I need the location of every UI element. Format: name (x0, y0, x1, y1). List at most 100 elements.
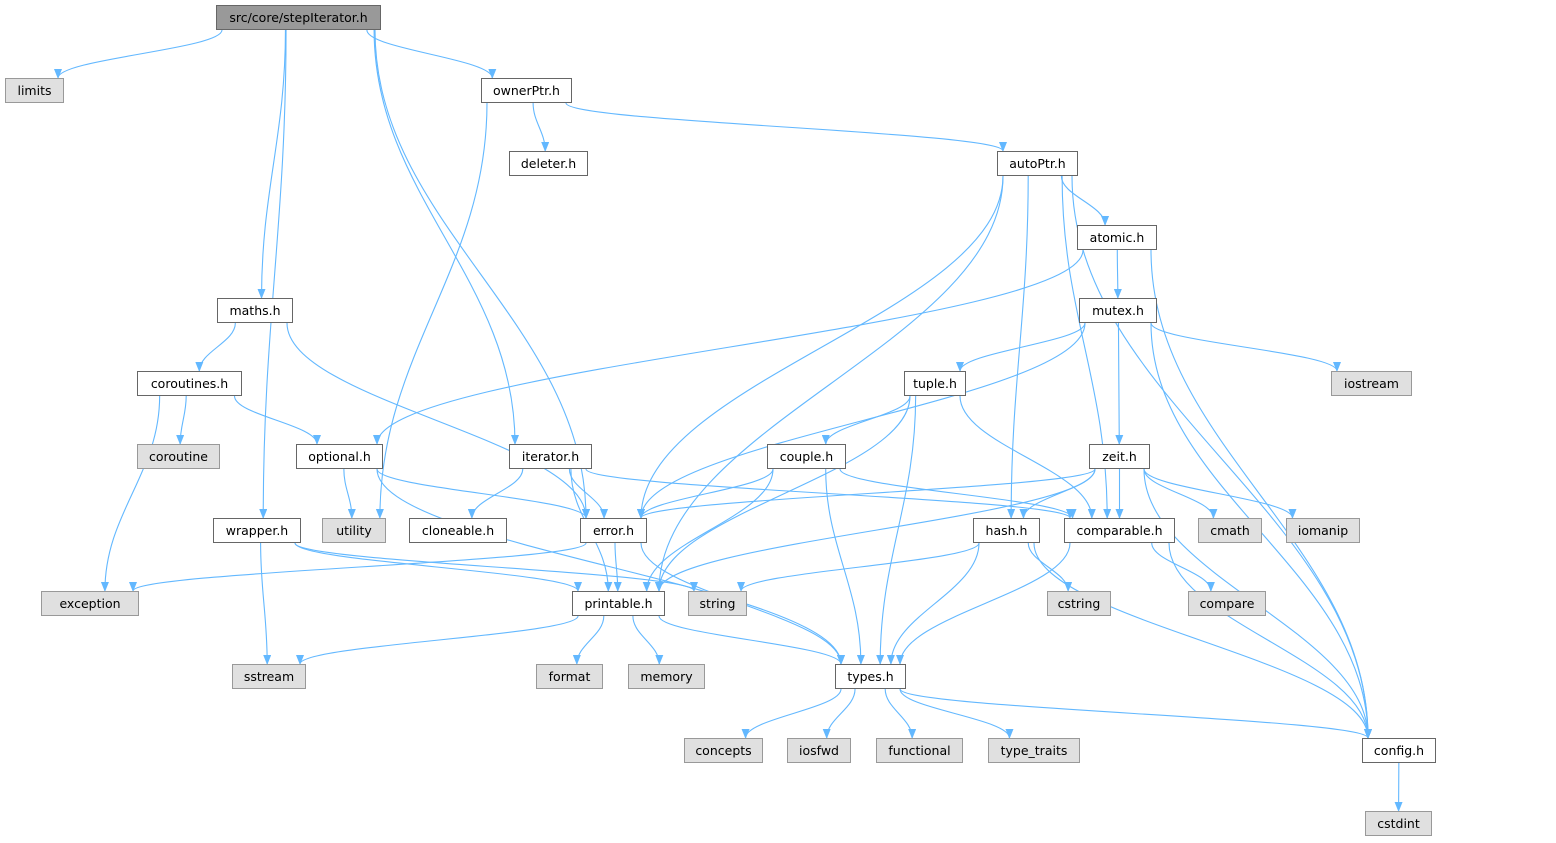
edge-coroutines-to-exception (100, 395, 161, 592)
edge-hash-to-types (886, 542, 980, 665)
edge-types-to-concepts (741, 688, 842, 739)
edge-atomic-to-config (1150, 249, 1372, 739)
node-sstream: sstream (232, 664, 306, 689)
edge-types-to-type_traits (899, 688, 1014, 739)
edge-tuple-to-types (876, 395, 917, 665)
edge-types-to-iosfwd (822, 688, 856, 739)
edge-printable-to-types (658, 615, 845, 665)
node-comparable[interactable]: comparable.h (1064, 518, 1175, 543)
edge-root-to-error (374, 29, 590, 519)
node-root[interactable]: src/core/stepIterator.h (216, 5, 381, 30)
edge-zeit-to-error (637, 468, 1096, 519)
edge-root-to-limits (54, 29, 223, 79)
node-compare: compare (1188, 591, 1266, 616)
edge-atomic-to-mutex (1113, 249, 1122, 299)
edge-root-to-iterator (373, 29, 519, 445)
edge-wrapper-to-printable (294, 542, 582, 592)
node-couple[interactable]: couple.h (767, 444, 846, 469)
node-maths[interactable]: maths.h (217, 298, 293, 323)
edge-maths-to-error (286, 322, 590, 519)
node-autoPtr[interactable]: autoPtr.h (997, 151, 1078, 176)
node-wrapper[interactable]: wrapper.h (213, 518, 301, 543)
node-exception: exception (41, 591, 139, 616)
edge-atomic-to-optional (373, 249, 1084, 445)
node-types[interactable]: types.h (835, 664, 906, 689)
edge-autoPtr-to-hash (1007, 175, 1029, 519)
node-atomic[interactable]: atomic.h (1077, 225, 1157, 250)
node-coroutine: coroutine (137, 444, 220, 469)
edge-couple-to-types (825, 468, 865, 665)
edge-hash-to-config (1033, 542, 1372, 739)
edge-iterator-to-comparable (585, 468, 1074, 519)
edge-optional-to-types (376, 468, 845, 665)
edge-zeit-to-iomanip (1143, 468, 1297, 519)
edge-zeit-to-hash (1019, 468, 1096, 519)
node-iomanip: iomanip (1286, 518, 1360, 543)
edge-coroutines-to-optional (233, 395, 321, 445)
edge-maths-to-coroutines (195, 322, 236, 372)
node-iosfwd: iosfwd (787, 738, 851, 763)
edge-root-to-ownerPtr (366, 29, 497, 79)
node-config[interactable]: config.h (1362, 738, 1436, 763)
node-cstring: cstring (1047, 591, 1111, 616)
edge-printable-to-memory (632, 615, 664, 665)
edge-mutex-to-zeit (1115, 322, 1124, 445)
edge-comparable-to-config (1168, 542, 1372, 739)
edge-mutex-to-tuple (956, 322, 1086, 372)
edge-couple-to-comparable (839, 468, 1077, 519)
edge-error-to-exception (129, 542, 587, 592)
node-mutex[interactable]: mutex.h (1079, 298, 1157, 323)
node-memory: memory (628, 664, 705, 689)
node-hash[interactable]: hash.h (973, 518, 1040, 543)
edge-mutex-to-iostream (1150, 322, 1341, 372)
node-iostream: iostream (1331, 371, 1412, 396)
edge-printable-to-sstream (296, 615, 579, 665)
edge-wrapper-to-string (294, 542, 698, 592)
edge-comparable-to-compare (1151, 542, 1215, 592)
node-cstdint: cstdint (1365, 811, 1432, 836)
node-ownerPtr[interactable]: ownerPtr.h (481, 78, 572, 103)
edge-couple-to-error (637, 468, 774, 519)
edge-types-to-functional (884, 688, 917, 739)
edge-mutex-to-error (637, 322, 1086, 519)
edge-hash-to-cstring (1027, 542, 1073, 592)
node-tuple[interactable]: tuple.h (904, 371, 966, 396)
edge-autoPtr-to-printable (655, 175, 1004, 592)
node-error[interactable]: error.h (580, 518, 647, 543)
node-functional: functional (876, 738, 963, 763)
edge-root-to-wrapper (259, 29, 287, 519)
node-limits: limits (5, 78, 64, 103)
edge-tuple-to-printable (655, 395, 911, 592)
node-string: string (688, 591, 747, 616)
node-coroutines[interactable]: coroutines.h (137, 371, 242, 396)
node-printable[interactable]: printable.h (572, 591, 665, 616)
edge-root-to-maths (257, 29, 286, 299)
node-cloneable[interactable]: cloneable.h (409, 518, 507, 543)
edge-hash-to-string (737, 542, 980, 592)
edge-optional-to-error (376, 468, 590, 519)
edge-zeit-to-cmath (1143, 468, 1218, 519)
edge-iterator-to-cloneable (467, 468, 524, 519)
node-format: format (536, 664, 603, 689)
node-deleter[interactable]: deleter.h (509, 151, 588, 176)
edge-printable-to-format (572, 615, 605, 665)
edge-autoPtr-to-error (637, 175, 1004, 519)
edge-optional-to-utility (343, 468, 356, 519)
edge-wrapper-to-sstream (260, 542, 272, 665)
edge-autoPtr-to-atomic (1060, 175, 1110, 226)
edge-error-to-printable (613, 542, 622, 592)
node-type_traits: type_traits (988, 738, 1080, 763)
edge-ownerPtr-to-autoPtr (565, 102, 1007, 152)
node-optional[interactable]: optional.h (296, 444, 383, 469)
edge-ownerPtr-to-deleter (532, 102, 550, 152)
edge-types-to-config (899, 688, 1372, 739)
edge-couple-to-printable (642, 468, 774, 592)
node-zeit[interactable]: zeit.h (1089, 444, 1150, 469)
edge-iterator-to-error (568, 468, 609, 519)
edge-ownerPtr-to-utility (375, 102, 488, 519)
edge-coroutines-to-coroutine (176, 395, 187, 445)
node-utility: utility (322, 518, 386, 543)
node-iterator[interactable]: iterator.h (509, 444, 592, 469)
node-cmath: cmath (1198, 518, 1262, 543)
